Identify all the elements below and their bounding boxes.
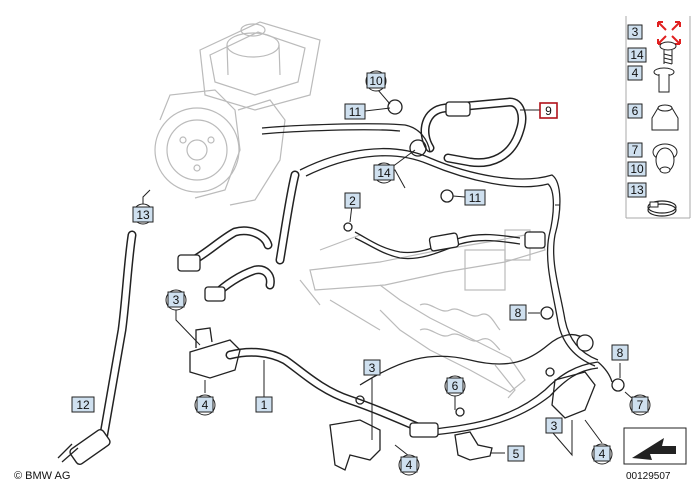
legend-13[interactable]: 13 — [627, 182, 647, 198]
svg-text:6: 6 — [452, 379, 459, 393]
callout-5[interactable]: 5 — [507, 445, 525, 462]
legend-4[interactable]: 4 — [627, 65, 643, 81]
svg-text:7: 7 — [632, 143, 639, 157]
callout-13[interactable]: 13 — [132, 203, 154, 225]
legend-6[interactable]: 6 — [627, 103, 643, 119]
callout-4-right[interactable]: 4 — [591, 443, 613, 465]
svg-text:11: 11 — [349, 105, 362, 119]
grommet-icon — [653, 67, 675, 93]
callout-labels: 9 10 11 14 11 2 13 — [71, 70, 651, 476]
copyright-text: © BMW AG — [14, 470, 71, 482]
callout-3-left[interactable]: 3 — [165, 289, 187, 311]
svg-text:4: 4 — [406, 458, 413, 472]
legend-14[interactable]: 14 — [627, 47, 647, 63]
callout-9[interactable]: 9 — [539, 102, 558, 119]
svg-text:3: 3 — [551, 419, 558, 433]
callout-8-center[interactable]: 8 — [509, 304, 527, 321]
svg-text:3: 3 — [369, 361, 376, 375]
legend-7[interactable]: 7 — [627, 142, 643, 158]
callout-1[interactable]: 1 — [255, 396, 273, 413]
parts-legend: 3 14 4 6 — [625, 16, 691, 219]
callout-12[interactable]: 12 — [71, 396, 95, 413]
callout-4-left[interactable]: 4 — [194, 394, 216, 416]
callout-11-top[interactable]: 11 — [344, 103, 366, 120]
hose-clamp-icon — [647, 200, 677, 217]
callout-8-right[interactable]: 8 — [611, 344, 629, 361]
svg-text:10: 10 — [369, 74, 383, 88]
hose-lines — [57, 97, 625, 465]
svg-text:7: 7 — [637, 398, 644, 412]
pump-background — [154, 21, 321, 206]
leader-lines — [142, 89, 635, 457]
svg-text:6: 6 — [632, 104, 639, 118]
steering-gear-background — [299, 229, 546, 399]
svg-text:3: 3 — [632, 25, 639, 39]
svg-text:4: 4 — [202, 398, 209, 412]
svg-text:14: 14 — [377, 166, 391, 180]
svg-text:4: 4 — [632, 66, 639, 80]
svg-text:2: 2 — [349, 194, 356, 208]
callout-3-center[interactable]: 3 — [363, 359, 381, 376]
callout-10[interactable]: 10 — [365, 70, 387, 92]
svg-text:12: 12 — [76, 398, 90, 412]
washer-icon — [652, 143, 678, 174]
svg-text:13: 13 — [136, 208, 150, 222]
callout-3-right[interactable]: 3 — [545, 417, 563, 434]
callout-11-bottom[interactable]: 11 — [464, 189, 486, 206]
svg-text:8: 8 — [515, 306, 522, 320]
svg-text:13: 13 — [630, 183, 644, 197]
expand-icon[interactable] — [657, 21, 681, 45]
callout-14[interactable]: 14 — [373, 162, 395, 184]
svg-text:1: 1 — [261, 398, 268, 412]
document-number: 00129507 — [626, 471, 671, 482]
svg-text:5: 5 — [513, 447, 520, 461]
legend-3[interactable]: 3 — [627, 24, 643, 40]
bushing-icon — [651, 104, 679, 131]
svg-text:4: 4 — [599, 447, 606, 461]
screw-icon — [659, 41, 677, 65]
arrow-icon — [623, 427, 687, 465]
svg-text:8: 8 — [617, 346, 624, 360]
callout-6[interactable]: 6 — [444, 375, 466, 397]
callout-7[interactable]: 7 — [629, 394, 651, 416]
svg-text:14: 14 — [630, 48, 644, 62]
svg-text:10: 10 — [630, 162, 644, 176]
legend-10[interactable]: 10 — [627, 161, 647, 177]
svg-text:3: 3 — [173, 293, 180, 307]
callout-4-center[interactable]: 4 — [398, 454, 420, 476]
svg-text:9: 9 — [545, 104, 552, 118]
svg-text:11: 11 — [469, 191, 482, 205]
callout-2[interactable]: 2 — [344, 192, 361, 209]
